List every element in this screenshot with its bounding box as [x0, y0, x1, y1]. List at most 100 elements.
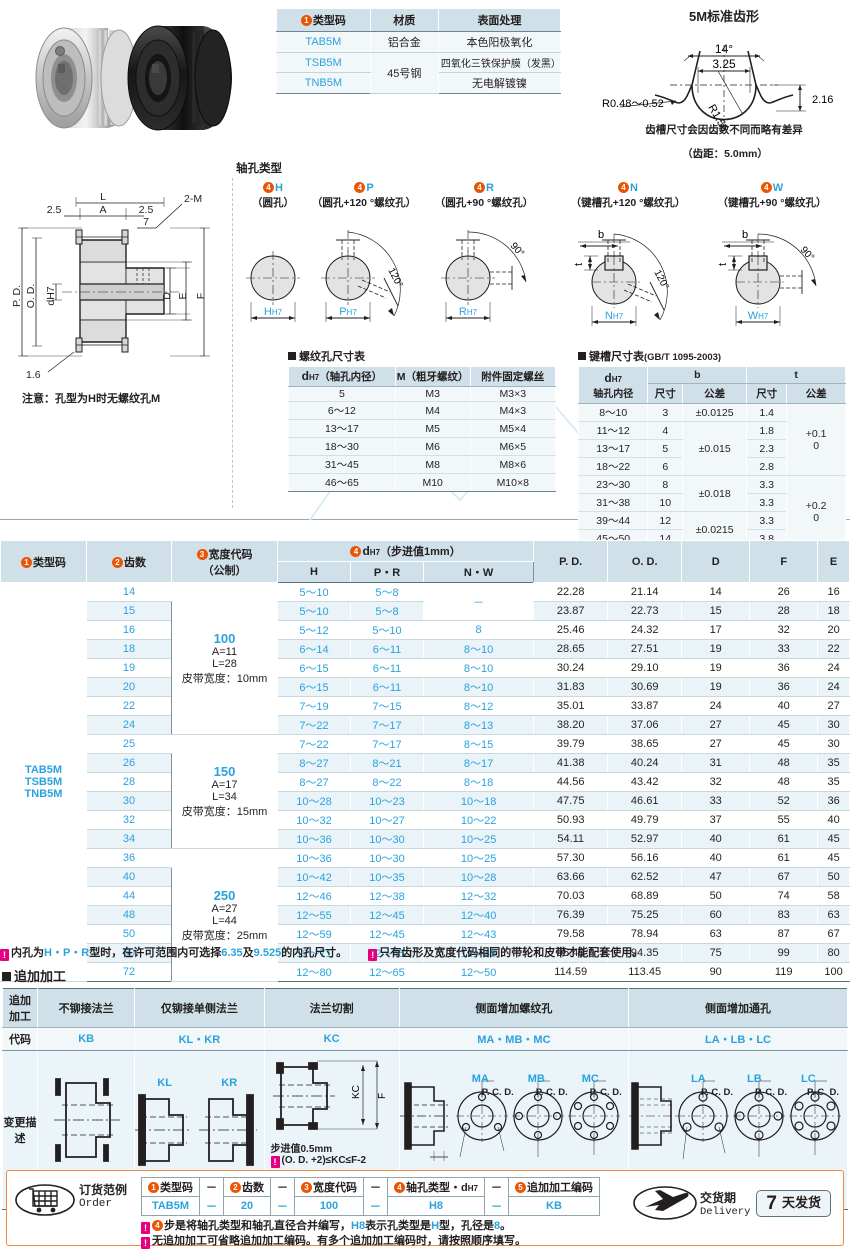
dt-cell-pd: 47.75 — [533, 791, 609, 811]
bore-types-label: 轴孔类型 — [236, 163, 282, 175]
dt-cell-f: 36 — [749, 677, 819, 697]
dt-cell-nw: － — [422, 582, 535, 621]
tooth-corner-radius: R0.48～0.52 — [602, 98, 664, 110]
dt-cell-d: 14 — [681, 582, 751, 602]
dt-cell-f: 61 — [749, 848, 819, 868]
dt-cell-pr: 12～45 — [350, 905, 424, 925]
dt-cell-f: 40 — [749, 696, 819, 716]
cell-d: 46～65 — [288, 473, 396, 492]
dt-cell-teeth: 22 — [86, 696, 172, 716]
dt-cell-pd: 70.03 — [533, 886, 609, 906]
dt-cell-pd: 22.28 — [533, 582, 609, 602]
dt-cell-f: 87 — [749, 924, 819, 944]
dt-cell-pd: 114.59 — [533, 962, 609, 982]
dt-cell-teeth: 44 — [86, 886, 172, 906]
dt-cell-f: 55 — [749, 810, 819, 830]
cell-b: 8 — [647, 475, 684, 494]
delivery-label: 交货期 Delivery — [700, 1190, 751, 1218]
ap-code-klkr: KL・KR — [134, 1027, 265, 1051]
main-dimension-drawing: L 2.5 A 2.5 7 2-M P. D. O. D. dH7 D E F … — [4, 180, 234, 410]
dt-cell-od: 75.25 — [607, 905, 683, 925]
dt-cell-h: 10～36 — [277, 829, 351, 849]
keyway-t: t — [573, 263, 585, 266]
dt-cell-pd: 44.56 — [533, 772, 609, 792]
dt-cell-nw: 12～32 — [422, 886, 535, 906]
tooth-angle: 14° — [715, 42, 733, 56]
dt-cell-h: 10～32 — [277, 810, 351, 830]
tooth-height: 2.16 — [812, 94, 833, 106]
cell-screw: M10×8 — [469, 473, 557, 492]
dt-cell-f: 36 — [749, 658, 819, 678]
dt-cell-h: 6～15 — [277, 677, 351, 697]
keyway-b: b — [598, 229, 604, 241]
cell-screw: M3×3 — [469, 386, 557, 402]
dt-cell-d: 17 — [681, 620, 751, 640]
dt-cell-e: 36 — [817, 791, 850, 811]
material-surface: 无电解镀镍 — [437, 72, 562, 94]
keyway-table: 键槽尺寸表(GB/T 1095-2003) dH7 轴孔内径 b t 尺寸 公差… — [577, 348, 846, 548]
dt-cell-h: 12～80 — [277, 962, 351, 982]
dt-cell-teeth: 28 — [86, 772, 172, 792]
dim-PD: P. D. — [11, 285, 23, 307]
tooth-profile-diagram: 5M标准齿形 — [600, 4, 848, 149]
dt-cell-d: 90 — [681, 962, 751, 982]
dt-cell-f: 45 — [749, 715, 819, 735]
dt-cell-pd: 63.66 — [533, 867, 609, 887]
ap-code-label: 代码 — [1, 1027, 39, 1051]
dt-cell-h: 5～10 — [277, 601, 351, 621]
dt-cell-teeth: 36 — [86, 848, 172, 868]
order-dash: － — [484, 1177, 509, 1197]
cell-btol: ±0.018 — [682, 475, 748, 512]
dt-cell-pd: 54.11 — [533, 829, 609, 849]
cell-d: 5 — [288, 386, 396, 402]
dt-cell-f: 48 — [749, 753, 819, 773]
pcd-label-lc: P. C. D. — [807, 1087, 840, 1098]
dt-cell-nw: 12～45 — [422, 943, 535, 963]
bore-desc: （键槽孔+90 °螺纹孔） — [717, 197, 827, 209]
bore-code: W — [772, 182, 784, 194]
dt-cell-nw: 12～40 — [422, 905, 535, 925]
dt-th-pr: P・R — [350, 561, 424, 583]
dt-cell-od: 43.42 — [607, 772, 683, 792]
cell-t: 2.8 — [746, 457, 788, 476]
dt-cell-teeth: 15 — [86, 601, 172, 621]
bore-dim-P: PH7 — [339, 306, 357, 318]
dt-cell-h: 12～59 — [277, 924, 351, 944]
order-note-2: !无追加加工可省略追加加工编码。有多个追加加工编码时，请按照顺序填写。 — [141, 1234, 623, 1249]
dt-cell-d: 40 — [681, 848, 751, 868]
dt-cell-od: 24.32 — [607, 620, 683, 640]
dt-cell-pr: 12～38 — [350, 886, 424, 906]
material-th-material: 材质 — [369, 8, 439, 32]
dim-OD: O. D. — [25, 284, 37, 309]
bore-dim-R: RH7 — [459, 306, 478, 318]
material-surface: 四氧化三铁保护膜（发黑） — [437, 52, 562, 73]
ap-th-klkr: 仅铆接单侧法兰 — [134, 988, 265, 1028]
dt-cell-pd: 28.65 — [533, 639, 609, 659]
dt-cell-e: 45 — [817, 829, 850, 849]
dt-cell-e: 35 — [817, 772, 850, 792]
dt-cell-f: 74 — [749, 886, 819, 906]
cell-t: 3.3 — [746, 511, 788, 530]
dt-cell-nw: 12～50 — [422, 962, 535, 982]
dt-cell-d: 63 — [681, 924, 751, 944]
cell-m: M8 — [394, 455, 471, 474]
ap-th-lalb: 侧面增加通孔 — [628, 988, 848, 1028]
dt-cell-h: 10～42 — [277, 867, 351, 887]
dim-note-2: !只有齿形及宽度代码相同的带轮和皮带才能配套使用。 — [368, 947, 643, 961]
tooth-width: 3.25 — [712, 57, 736, 71]
dt-cell-od: 68.89 — [607, 886, 683, 906]
dt-cell-teeth: 19 — [86, 658, 172, 678]
